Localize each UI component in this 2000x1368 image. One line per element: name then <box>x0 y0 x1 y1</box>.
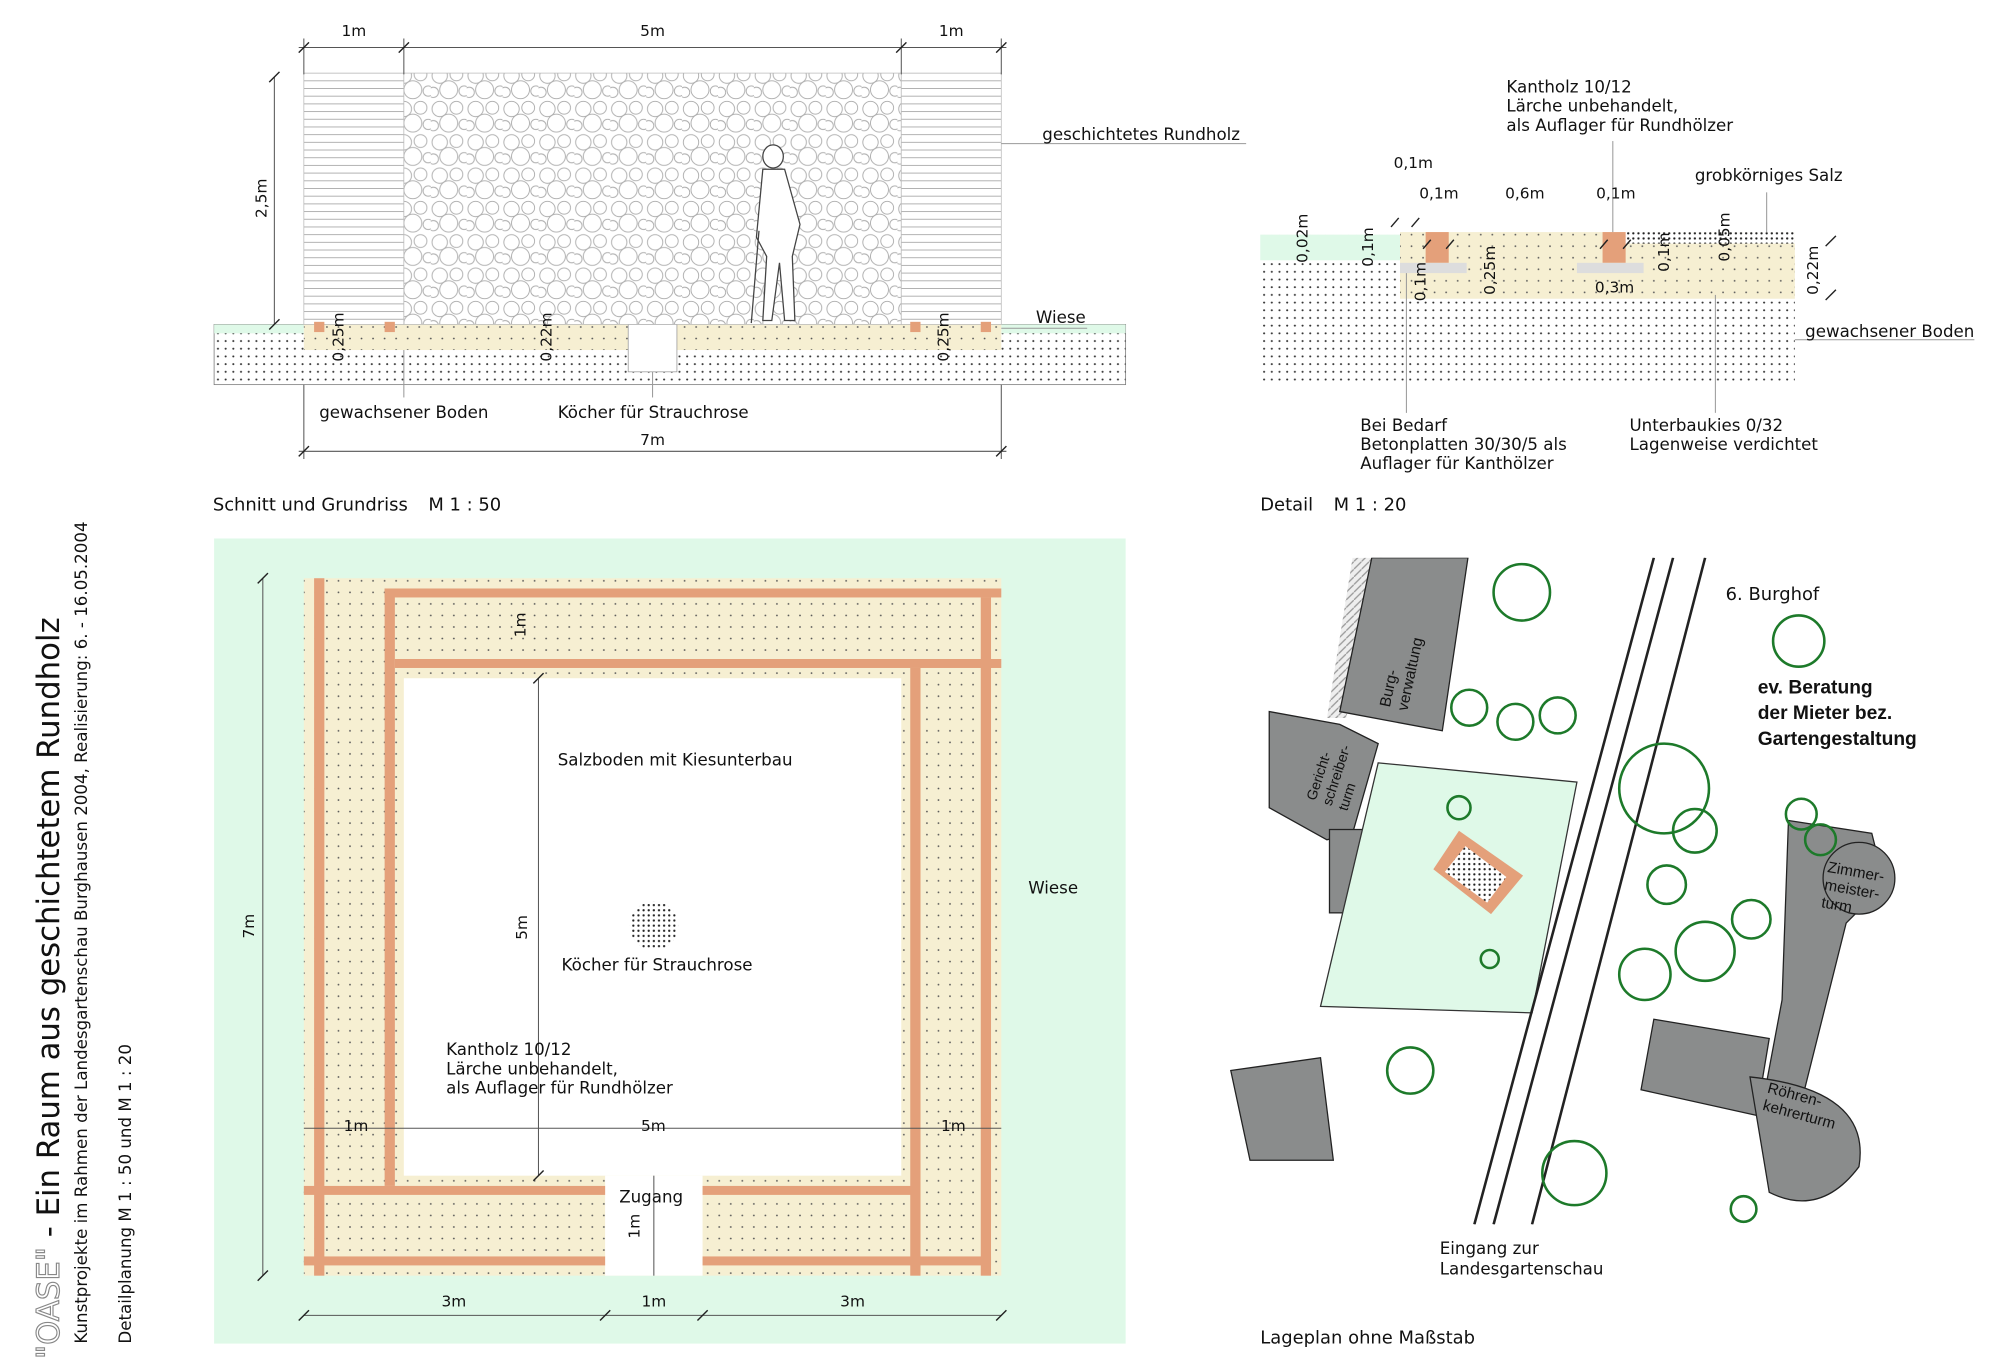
section-dimension-lines <box>273 38 1007 459</box>
svg-text:"OASE" - Ein Raum aus geschich: "OASE" - Ein Raum aus geschichtetem Rund… <box>31 617 67 1359</box>
detail-meadow <box>1260 234 1400 261</box>
dim-middle: 5m <box>640 22 665 40</box>
plan-koecher-label: Köcher für Strauchrose <box>562 956 753 975</box>
plan-rose-quiver <box>629 901 679 951</box>
plan-dim-left: 1m <box>344 1117 369 1135</box>
plan-salzboden-label: Salzboden mit Kiesunterbau <box>558 750 793 769</box>
dim-d2: 0,22m <box>537 312 555 361</box>
title-planning: Detailplanung M 1 : 50 und M 1 : 20 <box>116 1044 135 1344</box>
dim-total: 7m <box>640 431 665 449</box>
title-subtitle: Kunstprojekte im Rahmen der Landesgarten… <box>72 521 91 1343</box>
detail-dim-i: 0,3m <box>1595 278 1634 296</box>
detail-dim-b: 0,1m <box>1419 185 1458 203</box>
dim-height: 2,5m <box>253 179 271 218</box>
detail-kantholz-2 <box>1602 232 1626 263</box>
floor-plan: 7m 5m 1m 1m 5m 1m 1m 3m 1m 3m Salzboden … <box>214 538 1126 1344</box>
site-caption: Lageplan ohne Maßstab <box>1260 1328 1475 1349</box>
plan-dim-br: 3m <box>840 1292 865 1310</box>
section-elevation: 1m 5m 1m 2,5m 7m 0,25m 0,22m 0,25m gesch… <box>213 22 1247 515</box>
site-zimmermeisterturm-label: Zimmer-meister-turm <box>1820 859 1886 921</box>
building-burgverwaltung <box>1338 557 1469 732</box>
plan-dim-inner: 5m <box>513 915 531 940</box>
plan-kantholz-beams <box>303 578 1002 1276</box>
plan-dim-top: 1m <box>512 612 530 637</box>
plan-zugang-label: Zugang <box>619 1188 683 1207</box>
detail-kantholz-1 <box>1425 232 1449 263</box>
label-wiese-section: Wiese <box>1036 308 1086 327</box>
detail-dim-a: 0,1m <box>1394 154 1433 172</box>
detail-salt-label: grobkörniges Salz <box>1695 166 1843 185</box>
plan-dim-bl: 3m <box>441 1292 466 1310</box>
log-stack-right <box>900 72 1002 325</box>
detail-boden-label: gewachsener Boden <box>1805 322 1974 341</box>
title-oase: "OASE" <box>31 1247 67 1359</box>
detail-concrete-2 <box>1576 262 1644 274</box>
label-koecher-section: Köcher für Strauchrose <box>558 403 749 422</box>
detail-dim-h: 0,25m <box>1481 246 1499 295</box>
label-boden-section: gewachsener Boden <box>319 403 488 422</box>
detail-dim-c: 0,6m <box>1505 185 1544 203</box>
title-block: "OASE" - Ein Raum aus geschichtetem Rund… <box>30 521 135 1359</box>
detail-dim-g: 0,1m <box>1412 262 1430 301</box>
log-stack-left <box>303 72 405 325</box>
title-main: - Ein Raum aus geschichtetem Rundholz <box>31 617 67 1247</box>
meadow-left <box>214 324 304 334</box>
detail-dim-k: 0,05m <box>1715 212 1733 261</box>
plan-dim-mid: 5m <box>641 1117 666 1135</box>
plan-dim-total: 7m <box>240 914 258 939</box>
log-wall <box>403 72 902 325</box>
dim-right: 1m <box>939 22 964 40</box>
person-figure-icon <box>750 144 801 324</box>
meadow-right <box>1001 324 1126 334</box>
detail-dim-d: 0,1m <box>1596 185 1635 203</box>
plan-dim-bm: 1m <box>641 1292 666 1310</box>
dim-d3: 0,25m <box>935 312 953 361</box>
detail-salt <box>1624 232 1795 244</box>
detail-dim-f: 0,1m <box>1359 227 1377 266</box>
dim-d1: 0,25m <box>330 312 348 361</box>
detail-concrete-1 <box>1400 262 1467 274</box>
detail-section: 0,1m 0,1m 0,6m 0,1m 0,02m 0,1m 0,1m 0,25… <box>1260 77 1974 515</box>
site-trees <box>1385 562 1838 1224</box>
plan-dim-gate: 1m <box>626 1214 644 1239</box>
detail-dim-l: 0,22m <box>1804 246 1822 295</box>
plan-wiese-label: Wiese <box>1028 879 1078 898</box>
site-burghof-label: 6. Burghof <box>1726 584 1820 605</box>
dim-left: 1m <box>341 22 366 40</box>
detail-dim-j: 0,1m <box>1655 232 1673 271</box>
label-rundholz: geschichtetes Rundholz <box>1042 125 1240 144</box>
plan-dim-right: 1m <box>941 1117 966 1135</box>
rose-quiver-section <box>627 324 678 373</box>
kantholz-beams <box>314 321 992 333</box>
detail-dim-e: 0,02m <box>1294 214 1312 263</box>
